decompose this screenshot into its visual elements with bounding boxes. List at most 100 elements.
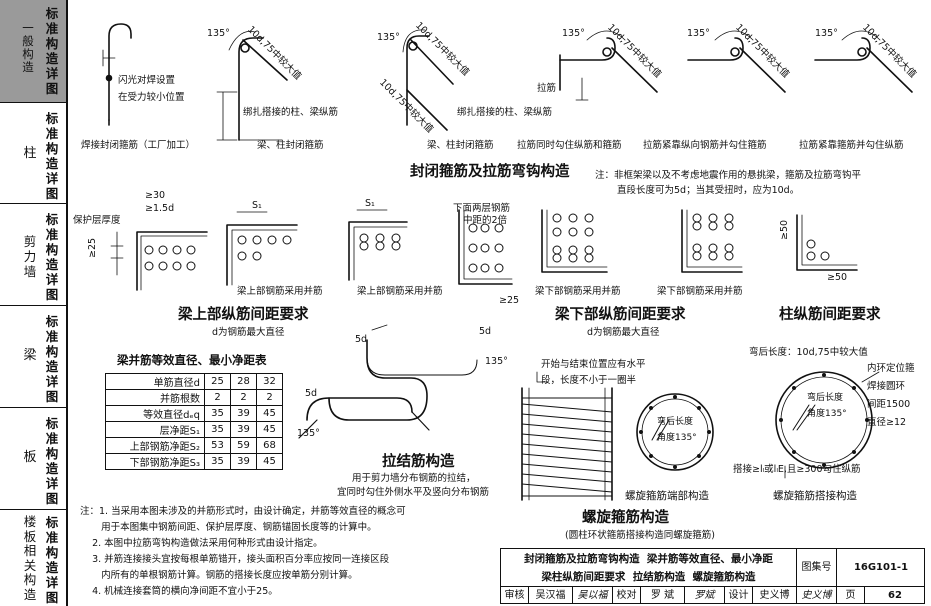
sidebar-tab-beam[interactable]: 梁 标准构造详图: [0, 306, 66, 408]
sidebar: 一般构造 标准构造详图 柱 标准构造详图 剪力墙 标准构造详图 梁 标准构造详图…: [0, 0, 68, 606]
hook-6-angle: 135°: [815, 28, 838, 39]
spiral-lap-cap: 螺旋箍筋搭接构造: [773, 490, 857, 502]
sidebar-tab-shear-wall[interactable]: 剪力墙 标准构造详图: [0, 204, 66, 306]
sidebar-tab-floor-related-sub: 标准构造详图: [45, 515, 59, 605]
spacing-table-cell: 59: [230, 437, 257, 454]
beam-top-cover: 保护层厚度: [73, 215, 121, 226]
tie-angle-b: 135°: [297, 428, 320, 439]
lap-label-1: 绑扎搭接的柱、梁纵筋: [243, 107, 339, 118]
sidebar-tab-column-label: 柱: [23, 146, 37, 161]
beam-bottom-cap-a: 梁下部钢筋采用并筋: [535, 286, 621, 297]
review-signature: 吴以福: [573, 587, 613, 604]
spiral-end-cap: 螺旋箍筋端部构造: [625, 490, 709, 502]
title-block-line-1: 封闭箍筋及拉筋弯钩构造 梁并筋等效直径、最小净距: [524, 553, 773, 565]
beam-top-dim-25b: ≥25: [499, 295, 520, 306]
tie-desc-1: 用于剪力墙分布钢筋的拉结，: [352, 473, 476, 484]
spiral-end-len: 弯后长度: [657, 417, 694, 427]
sidebar-tab-general[interactable]: 一般构造 标准构造详图: [0, 0, 66, 103]
title-block-titles: 封闭箍筋及拉筋弯钩构造 梁并筋等效直径、最小净距 梁柱纵筋间距要求 拉结筋构造 …: [501, 549, 797, 587]
tie-dim-5d-a: 5d: [355, 334, 368, 345]
spacing-table-label: 等效直径dₑq: [105, 405, 205, 422]
drawing-linework: [102, 23, 913, 501]
hook-5-angle: 135°: [687, 28, 710, 39]
hooks-title: 封闭箍筋及拉筋弯钩构造: [410, 164, 570, 180]
spiral-lap-spacing: 间距1500: [867, 399, 911, 410]
spacing-table-label: 单筋直径d: [105, 373, 205, 390]
spacing-table-cell: 53: [204, 437, 231, 454]
design-signature: 史义博: [797, 587, 837, 604]
spacing-table-cell: 45: [256, 453, 283, 470]
spiral-lap-note: 搭接≥lₗ或lₗE,且≥300勾住纵筋: [733, 464, 861, 475]
title-block: 封闭箍筋及拉筋弯钩构造 梁并筋等效直径、最小净距 梁柱纵筋间距要求 拉结筋构造 …: [500, 548, 925, 604]
hooks-note-1: 注：非框架梁以及不考虑地震作用的悬挑梁，箍筋及拉筋弯钩平: [595, 170, 862, 181]
sidebar-tab-general-label: 一般构造: [22, 21, 34, 74]
sidebar-tab-floor-related-label: 楼板相关构造: [23, 514, 37, 602]
spiral-lap-weld: 焊接圆环: [867, 381, 906, 392]
atlas-label: 图集号: [797, 549, 837, 587]
sidebar-tab-slab[interactable]: 板 标准构造详图: [0, 408, 66, 510]
spiral-start-note-1: 开始与结束位置应有水平: [541, 359, 646, 370]
spiral-start-note-2: 段，长度不小于一圈半: [541, 375, 637, 386]
beam-bottom-sub: d为钢筋最大直径: [587, 327, 660, 338]
spiral-sub: (圆柱环状箍筋搭接构造同螺旋箍筋): [565, 530, 715, 541]
beam-top-dim-30: ≥30: [145, 190, 166, 201]
spiral-title: 螺旋箍筋构造: [582, 510, 669, 526]
hook-6-caption: 拉筋紧靠箍筋并勾住纵筋: [799, 140, 904, 151]
sidebar-tab-column[interactable]: 柱 标准构造详图: [0, 103, 66, 204]
note-line: 3. 并筋连接接头宜按每根单筋错开，接头面积百分率应按同一连接区段: [80, 554, 390, 565]
spiral-end-angle: 角度135°: [657, 433, 697, 443]
check-label: 校对: [613, 587, 641, 604]
review-name: 吴汉福: [529, 587, 573, 604]
beam-top-cap-b: 梁上部钢筋采用并筋: [357, 286, 443, 297]
column-title: 柱纵筋间距要求: [779, 307, 881, 323]
spacing-table-cell: 35: [204, 453, 231, 470]
sidebar-tab-beam-sub: 标准构造详图: [45, 314, 59, 404]
spacing-table-label: 并筋根数: [105, 389, 205, 406]
spacing-table-cell: 28: [230, 373, 257, 390]
spacing-table-cell: 45: [256, 421, 283, 438]
beam-top-dim-25: ≥25: [87, 237, 98, 258]
page-value: 62: [888, 590, 902, 601]
spiral-lap-diam: 直径≥12: [867, 417, 907, 428]
page-label: 页: [837, 587, 865, 604]
spacing-table-cell: 39: [230, 405, 257, 422]
spacing-table-cell: 32: [256, 373, 283, 390]
sidebar-tab-floor-related[interactable]: 楼板相关构造 标准构造详图: [0, 510, 66, 606]
welded-caption: 焊接封闭箍筋（工厂加工）: [81, 140, 196, 151]
signature-row: 审核 吴汉福 吴以福 校对 罗 斌 罗斌 设计 史义博 史义博 页 62: [501, 587, 925, 604]
spiral-lap-angle: 角度135°: [807, 409, 847, 419]
note-line: 用于本图集中钢筋间距、保护层厚度、钢筋锚固长度等的计算中。: [80, 522, 377, 533]
review-label: 审核: [501, 587, 529, 604]
lap-label-3: 绑扎搭接的柱、梁纵筋: [457, 107, 553, 118]
spacing-table-cell: 25: [204, 373, 231, 390]
title-block-line-2: 梁柱纵筋间距要求 拉结筋构造 螺旋箍筋构造: [541, 571, 756, 583]
column-dim-50b: ≥50: [827, 272, 848, 283]
spiral-lap-ring: 内环定位箍: [867, 363, 915, 374]
sidebar-tab-slab-sub: 标准构造详图: [45, 416, 59, 506]
spacing-table-cell: 45: [256, 405, 283, 422]
note-line: 2. 本图中拉筋弯钩构造做法采用何种形式由设计指定。: [80, 538, 323, 549]
beam-top-double-1: 下面两层钢筋: [453, 203, 511, 214]
spacing-table-title: 梁并筋等效直径、最小净距表: [117, 353, 267, 367]
tie-dim-5d-b: 5d: [479, 326, 492, 337]
note-line: 注：1. 当采用本图未涉及的并筋形式时，由设计确定，并筋等效直径的概念可: [80, 506, 406, 517]
beam-top-double-2: 中距的2倍: [463, 215, 508, 226]
atlas-value: 16G101-1: [837, 549, 925, 587]
spiral-lap-len: 弯后长度: [807, 393, 844, 403]
sidebar-tab-slab-label: 板: [23, 450, 37, 465]
welded-note-1: 闪光对焊设置: [118, 75, 176, 86]
sidebar-tab-column-sub: 标准构造详图: [45, 111, 59, 201]
spacing-table-cell: 2: [256, 389, 283, 406]
spacing-table-label: 下部钢筋净距S₃: [105, 453, 205, 470]
hook-4-angle: 135°: [562, 28, 585, 39]
design-name: 史义博: [753, 587, 797, 604]
spacing-table-cell: 39: [230, 421, 257, 438]
hooks-note-2: 直段长度可为5d；当其受扭时，应为10d。: [617, 185, 800, 196]
